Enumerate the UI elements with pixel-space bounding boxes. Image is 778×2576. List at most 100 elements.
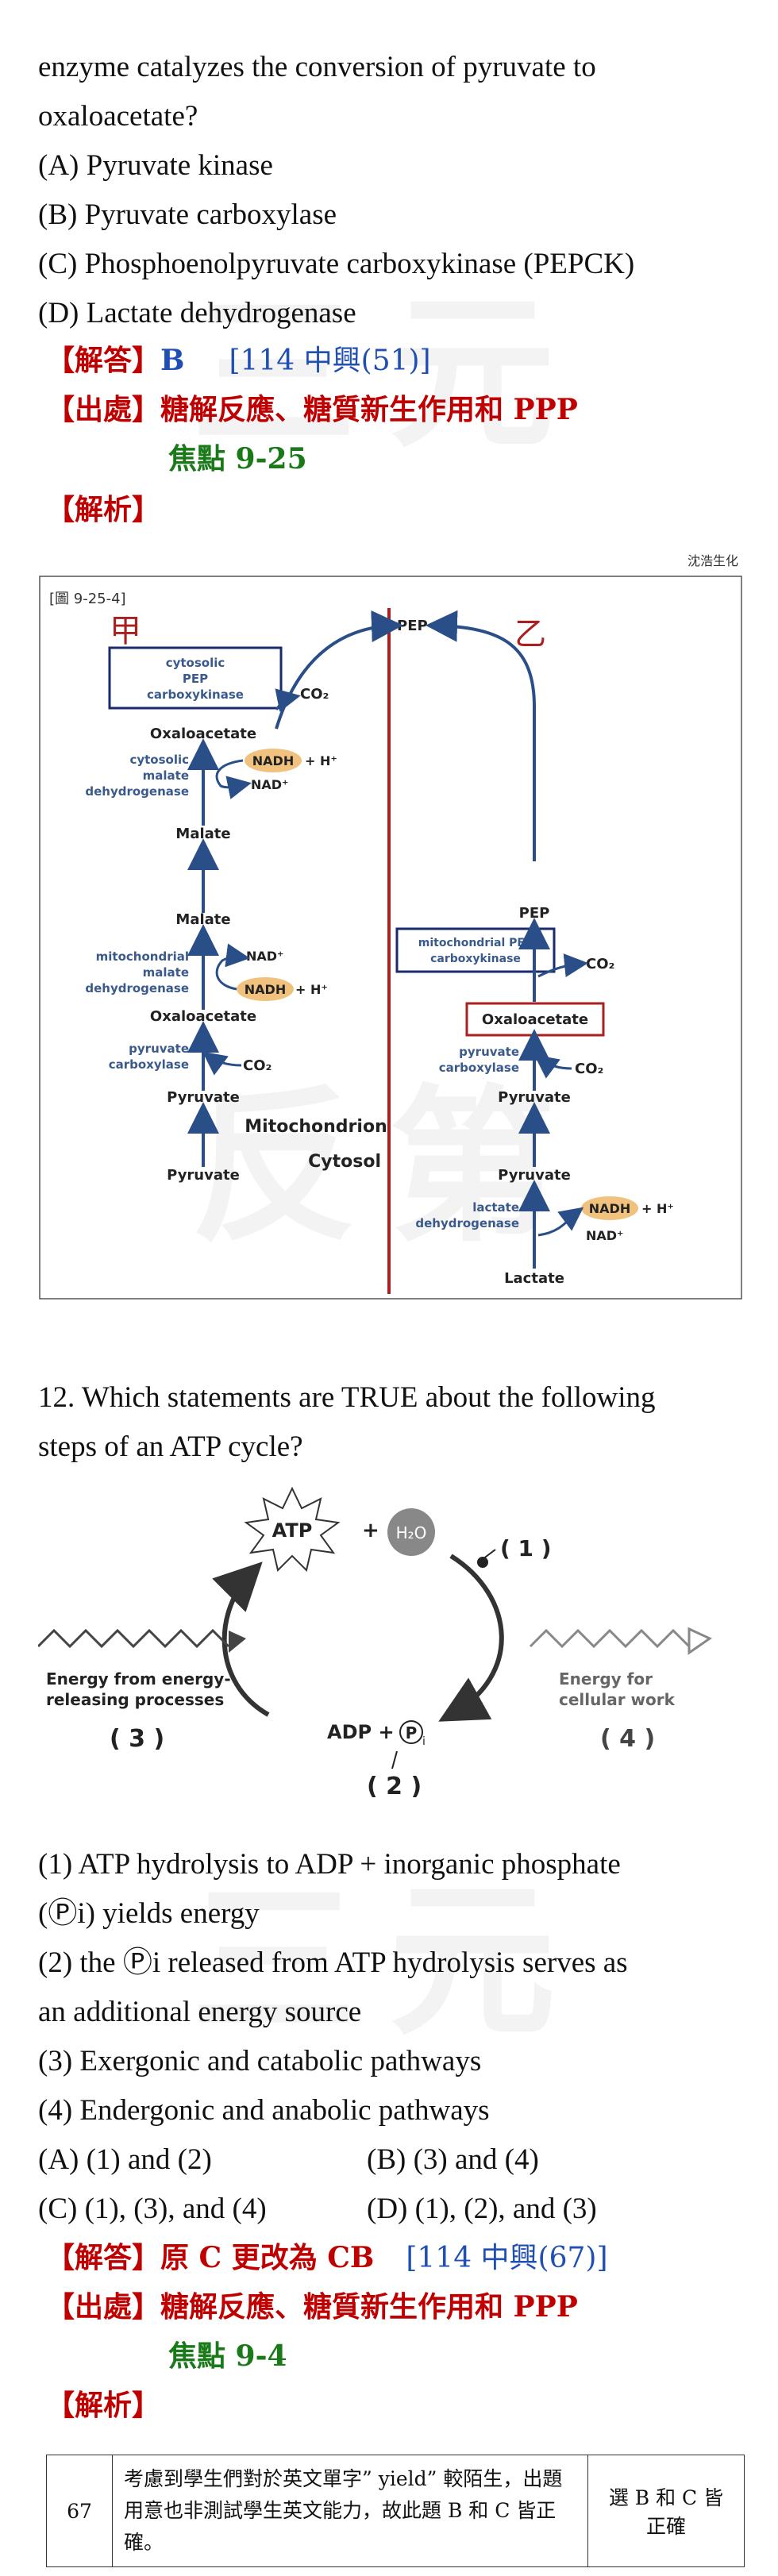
yi-label: 乙 [514, 616, 546, 653]
malate-lower: Malate [175, 911, 230, 928]
plus-h-mid: + H⁺ [295, 982, 328, 997]
atp-cycle-diagram: ATP + H₂O ( 1 ) Energy from energy- rele… [37, 1486, 713, 1800]
q12-option-b: (B) (3) and (4) [367, 2143, 539, 2176]
label-2: ( 2 ) [367, 1773, 422, 1800]
label-3: ( 3 ) [110, 1725, 164, 1753]
note-table: 67 考慮到學生們對於英文單字” yield” 較陌生，出題用意也非測試學生英文… [46, 2455, 745, 2567]
note-number: 67 [46, 2455, 113, 2567]
q11-option-c: (C) Phosphoenolpyruvate carboxykinase (P… [38, 248, 635, 280]
arc-right [438, 1554, 504, 1722]
origin-value: 糖解反應、糖質新生作用和 PPP [160, 2290, 578, 2324]
pyr-carb-right-2: carboxylase [439, 1061, 519, 1075]
pyruvate-mito-left: Pyruvate [167, 1089, 240, 1106]
arrow-nad-mid [215, 943, 250, 991]
arrow-co2-out-top [275, 688, 301, 712]
q12-answer-row: 【解答】原 C 更改為 CB [114 中興(67)] [46, 2234, 608, 2282]
arrow-co2-in-right [533, 1054, 572, 1079]
origin-label: 【出處】 [46, 2290, 161, 2324]
figure-frame [39, 576, 742, 1300]
cyto-mdh-3: dehydrogenase [85, 784, 189, 799]
origin-label: 【出處】 [46, 393, 161, 426]
ldh-2: dehydrogenase [415, 1216, 519, 1230]
pep-right: PEP [519, 905, 550, 922]
nad-top: NAD⁺ [251, 777, 289, 792]
plus-h-right: + H⁺ [641, 1201, 674, 1216]
arc-left [212, 1561, 270, 1717]
note-text: 考慮到學生們對於英文單字” yield” 較陌生，出題用意也非測試學生英文能力，… [112, 2455, 588, 2567]
cyto-pepck-1: cytosolic [166, 656, 225, 670]
oaa-left: Oxaloacetate [150, 1008, 256, 1025]
oaa-top: Oxaloacetate [150, 726, 256, 742]
q12-focus-row: 焦點 9-4 [168, 2332, 287, 2381]
nad-right: NAD⁺ [586, 1228, 624, 1243]
pi-circle [399, 1720, 423, 1744]
pep-top: PEP [397, 618, 428, 634]
plus-h-top: + H⁺ [305, 753, 337, 768]
arrow-co2-out-right [537, 953, 588, 978]
nadh-oval-top [245, 749, 302, 772]
focus-value: 焦點 9-4 [168, 2339, 287, 2373]
watermark-bottom: 三元 [0, 1826, 778, 2067]
mito-mdh-1: mitochondrial [96, 949, 189, 964]
q12-option-d: (D) (1), (2), and (3) [367, 2193, 597, 2225]
answer-value: 原 C 更改為 CB [160, 2241, 375, 2274]
nadh-top: NADH [252, 753, 294, 768]
q11-option-d: (D) Lactate dehydrogenase [38, 297, 356, 329]
ldh-1: lactate [472, 1200, 519, 1215]
q12-stem-2: steps of an ATP cycle? [38, 1430, 303, 1463]
q11-focus-row: 焦點 9-25 [168, 435, 307, 483]
pyr-carb-right-1: pyruvate [459, 1045, 519, 1059]
answer-source: [114 中興(67)] [406, 2242, 608, 2274]
gluconeogenesis-figure: 沈浩生化 [圖 9-25-4] 甲 乙 PEP cytosolic PEP ca… [38, 548, 745, 1302]
energy-for-2: cellular work [559, 1690, 676, 1709]
atp-starburst [244, 1486, 341, 1572]
arrow-pep-transport [426, 610, 536, 861]
nadh-right: NADH [589, 1201, 630, 1216]
mito-pepck-2: carboxykinase [430, 953, 521, 965]
h2o-circle [387, 1508, 435, 1556]
mito-pepck-1: mitochondrial PEP [418, 937, 533, 949]
atp-cycle-figure: ATP + H₂O ( 1 ) Energy from energy- rele… [37, 1477, 745, 1818]
answer-label: 【解答】 [46, 2241, 161, 2274]
adp-label: ADP + [327, 1721, 395, 1743]
cyto-mdh-2: malate [143, 768, 189, 783]
cyto-mdh-1: cytosolic [129, 753, 189, 767]
nadh-oval-mid [237, 977, 294, 1001]
q12-statement-4: (4) Endergonic and anabolic pathways [38, 2094, 490, 2127]
answer-source: [114 中興(51)] [229, 345, 431, 377]
label-4: ( 4 ) [600, 1725, 655, 1753]
plus-sign: + [362, 1519, 379, 1542]
cyto-pepck-box [108, 646, 283, 710]
pyr-carb-left-2: carboxylase [109, 1057, 189, 1072]
pi-label: P [406, 1723, 418, 1742]
co2-right-top: CO₂ [586, 956, 614, 972]
oaa-right: Oxaloacetate [482, 1011, 588, 1028]
watermark-top: 三元 [0, 238, 778, 479]
origin-value: 糖解反應、糖質新生作用和 PPP [160, 393, 578, 426]
pointer-2 [391, 1750, 398, 1769]
q12-stem-1: 12. Which statements are TRUE about the … [38, 1381, 656, 1414]
analysis-label: 【解析】 [46, 493, 161, 526]
cyto-pepck-2: PEP [183, 672, 208, 686]
co2-right-bottom: CO₂ [575, 1061, 603, 1077]
q12-statement-2a: (2) the Ⓟi released from ATP hydrolysis … [38, 1946, 628, 1979]
q11-line-2: oxaloacetate? [38, 100, 198, 133]
label-1: ( 1 ) [500, 1535, 552, 1561]
analysis-label: 【解析】 [46, 2389, 161, 2422]
co2-top: CO₂ [300, 686, 329, 703]
q12-statement-3: (3) Exergonic and catabolic pathways [38, 2045, 482, 2077]
cyto-pepck-3: carboxykinase [147, 687, 244, 702]
q11-answer-row: 【解答】B[114 中興(51)] [46, 337, 431, 385]
note-result: 選 B 和 C 皆正確 [587, 2455, 745, 2567]
pi-sub: i [422, 1735, 426, 1748]
nadh-oval-right [581, 1196, 638, 1220]
table-row: 67 考慮到學生們對於英文單字” yield” 較陌生，出題用意也非測試學生英文… [46, 2455, 745, 2567]
co2-left: CO₂ [243, 1057, 272, 1074]
mito-pepck-box [395, 927, 556, 973]
q12-statement-2b: an additional energy source [38, 1996, 362, 2028]
zigzag-left-head [229, 1631, 246, 1653]
pyr-carb-left-1: pyruvate [129, 1042, 189, 1056]
gluconeogenesis-diagram: 沈浩生化 [圖 9-25-4] 甲 乙 PEP cytosolic PEP ca… [39, 553, 742, 1300]
arc-dot [477, 1557, 488, 1568]
q12-statement-1b: (Ⓟi) yields energy [38, 1897, 260, 1930]
